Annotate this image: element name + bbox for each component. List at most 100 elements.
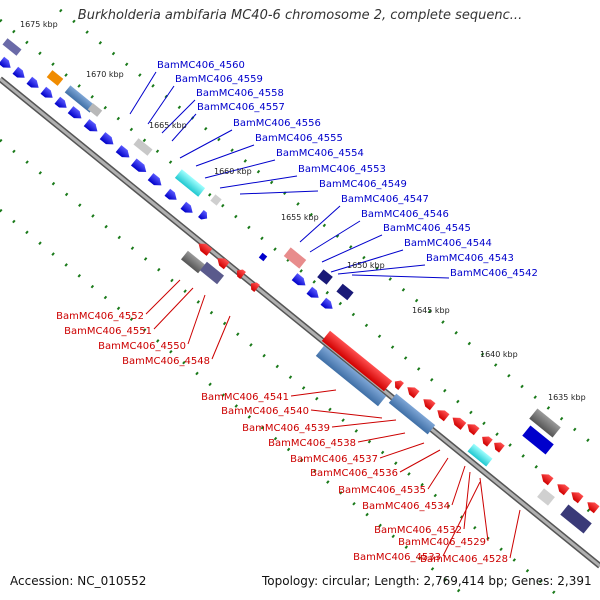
gene-label: BamMC406_4558 <box>196 88 284 99</box>
gene-box-purple <box>199 261 225 285</box>
reverse-gene-arrow <box>250 282 260 293</box>
leader-line <box>211 315 231 360</box>
leader-line <box>310 409 383 419</box>
gene-box-purple <box>560 504 592 534</box>
gene-box-blue <box>522 425 554 455</box>
forward-gene-arrow <box>67 106 82 119</box>
leader-line <box>161 99 196 134</box>
gene-label: BamMC406_4538 <box>268 438 356 449</box>
gene-label: BamMC406_4553 <box>298 164 386 175</box>
map-title: Burkholderia ambifaria MC40-6 chromosome… <box>77 8 523 23</box>
leader-line <box>463 471 471 530</box>
leader-line <box>330 249 404 273</box>
gene-box-grey <box>529 408 561 438</box>
gene-label: BamMC406_4540 <box>221 406 309 417</box>
leader-line <box>427 457 449 490</box>
forward-gene-arrow <box>147 173 162 186</box>
tick-label: 1660 kbp <box>214 167 252 176</box>
gene-label: BamMC406_4560 <box>157 60 245 71</box>
gene-label: BamMC406_4539 <box>242 423 330 434</box>
tick-label: 1665 kbp <box>149 121 187 130</box>
forward-gene-arrow <box>54 96 67 108</box>
gene-label: BamMC406_4551 <box>64 326 152 337</box>
gene-label: BamMC406_4536 <box>310 468 398 479</box>
gene-box-blue <box>258 252 268 262</box>
reverse-gene-arrow <box>217 258 230 270</box>
gene-label: BamMC406_4554 <box>276 148 364 159</box>
forward-gene-arrow <box>164 188 177 200</box>
leader-line <box>357 432 406 443</box>
reverse-gene-arrow <box>452 417 467 430</box>
leader-line <box>145 279 181 315</box>
gene-box-grey <box>87 103 103 117</box>
reverse-gene-arrow <box>198 243 213 256</box>
leader-line <box>147 85 175 125</box>
forward-gene-arrow <box>291 273 306 286</box>
reverse-gene-arrow <box>437 410 450 422</box>
reverse-gene-arrow <box>236 269 246 280</box>
gene-box-grey <box>537 488 555 506</box>
tick-label: 1645 kbp <box>412 306 450 315</box>
leader-line <box>171 113 197 142</box>
forward-gene-arrow <box>198 209 208 220</box>
gene-box-cyan <box>174 169 206 197</box>
gene-label: BamMC406_4546 <box>361 209 449 220</box>
leader-line <box>331 419 397 428</box>
gene-box-steel-long <box>315 345 387 407</box>
forward-gene-arrow <box>83 119 98 132</box>
backbone-highlight <box>0 77 600 568</box>
forward-gene-arrow <box>12 66 25 78</box>
tick-label: 1670 kbp <box>86 70 124 79</box>
gene-label: BamMC406_4545 <box>383 223 471 234</box>
forward-gene-arrow <box>115 145 130 158</box>
gene-label: BamMC406_4529 <box>398 537 486 548</box>
forward-gene-arrow <box>0 56 11 68</box>
gene-label: BamMC406_4547 <box>341 194 429 205</box>
chromosome-backbone <box>0 76 600 569</box>
gene-label: BamMC406_4537 <box>290 454 378 465</box>
gene-label: BamMC406_4556 <box>233 118 321 129</box>
leader-line <box>337 264 426 275</box>
gene-label: BamMC406_4533 <box>353 552 441 563</box>
tick-dot-line <box>59 8 600 452</box>
gene-label: BamMC406_4528 <box>420 554 508 565</box>
leader-line <box>479 477 489 542</box>
label-leader-lines <box>129 71 521 559</box>
gene-label: BamMC406_4535 <box>338 485 426 496</box>
gene-label: BamMC406_4549 <box>319 179 407 190</box>
gene-label: BamMC406_4544 <box>404 238 492 249</box>
leader-line <box>239 190 319 195</box>
topology-text: Topology: circular; Length: 2,769,414 bp… <box>262 574 592 588</box>
forward-gene-arrow <box>306 286 319 298</box>
gene-label: BamMC406_4532 <box>374 525 462 536</box>
forward-gene-arrow <box>130 158 147 173</box>
reverse-gene-arrow <box>423 399 436 411</box>
reverse-gene-arrow <box>541 474 554 486</box>
gene-box-grey <box>210 194 222 206</box>
gene-label: BamMC406_4541 <box>201 392 289 403</box>
leader-line <box>351 274 450 279</box>
tick-label: 1635 kbp <box>548 393 586 402</box>
gene-label: BamMC406_4557 <box>197 102 285 113</box>
tick-label: 1640 kbp <box>480 350 518 359</box>
leader-line <box>153 287 194 330</box>
leader-line <box>309 220 361 253</box>
leader-line <box>442 481 481 557</box>
leader-line <box>509 509 521 559</box>
forward-gene-arrow <box>99 132 114 145</box>
leader-line <box>451 465 466 506</box>
leader-line <box>379 442 425 459</box>
gene-feature-layer <box>0 38 600 534</box>
gene-box-steel <box>64 85 96 113</box>
gene-box-navy <box>336 283 354 301</box>
reverse-gene-arrow <box>394 380 404 391</box>
gene-box-steel <box>388 393 436 435</box>
accession-text: Accession: NC_010552 <box>10 574 147 588</box>
leader-line <box>219 175 298 189</box>
tick-dot-line <box>0 138 566 600</box>
tick-label: 1650 kbp <box>347 261 385 270</box>
reverse-gene-arrow <box>557 484 570 496</box>
leader-line <box>321 234 383 263</box>
